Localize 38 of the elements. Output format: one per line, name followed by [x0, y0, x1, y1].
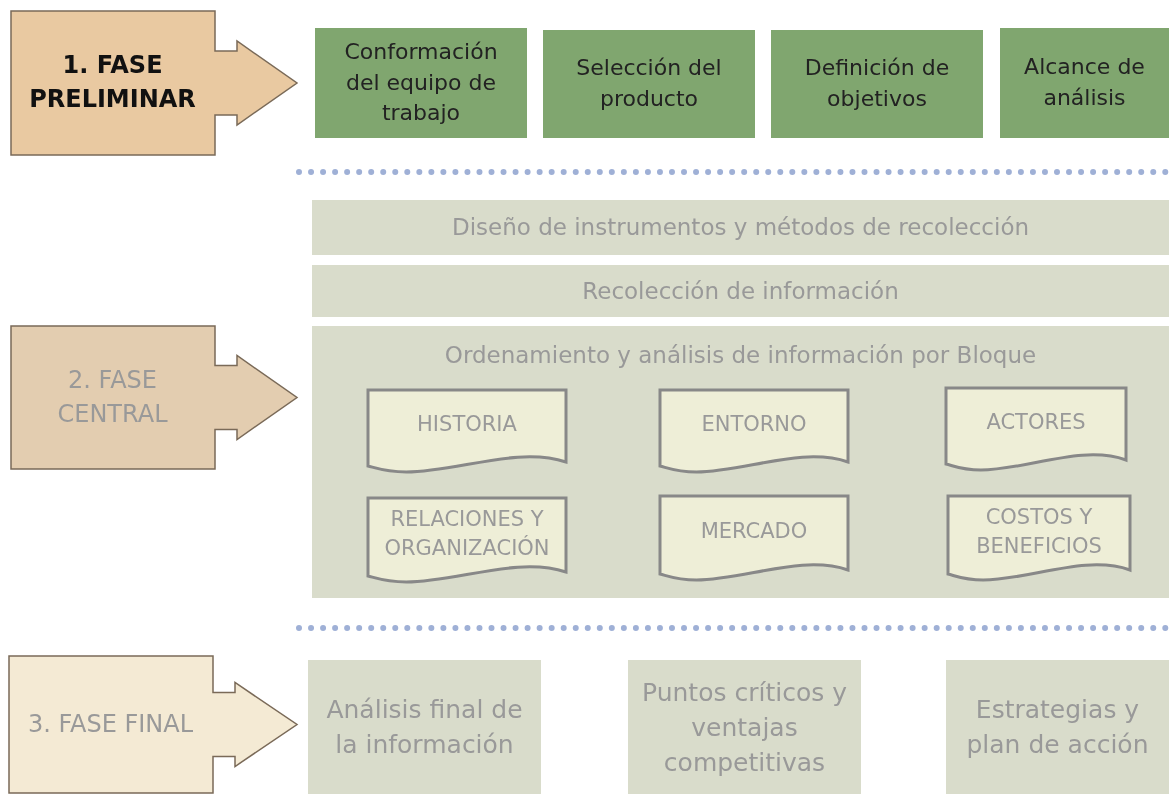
step-box	[315, 28, 527, 138]
step-label: Diseño de instrumentos y métodos de recolección	[451, 213, 1030, 243]
process-band	[312, 200, 1169, 255]
document-shape	[658, 494, 850, 584]
step-label: Estrategias y plan de acción	[965, 694, 1150, 761]
step-label: Puntos críticos y ventajas competitivas	[641, 676, 848, 779]
step-box	[1000, 28, 1169, 138]
step-label: MERCADO	[700, 518, 808, 546]
step-label: RELACIONES Y ORGANIZACIÓN	[383, 505, 551, 562]
process-band	[312, 265, 1169, 317]
step-label: Definición de objetivos	[803, 54, 951, 113]
phase-arrow-box	[10, 10, 298, 156]
step-label: Conformación del equipo de trabajo	[343, 37, 499, 128]
step-box	[946, 660, 1169, 794]
step-label: Ordenamiento y análisis de información por Bloque	[444, 340, 1037, 370]
document-shape	[946, 494, 1132, 584]
step-label: Alcance de análisis	[1023, 53, 1146, 112]
document-shape	[366, 496, 568, 586]
phase-arrow-box	[10, 325, 298, 470]
step-label: Análisis final de la información	[325, 694, 524, 761]
step-box	[771, 30, 983, 138]
document-shape	[944, 386, 1128, 474]
process-band	[312, 326, 1169, 598]
phase-arrow-box	[8, 655, 298, 794]
phase-label: 3. FASE FINAL	[27, 708, 194, 740]
step-label: Recolección de información	[582, 276, 899, 306]
step-box	[308, 660, 541, 794]
step-label: COSTOS Y BENEFICIOS	[975, 503, 1103, 560]
step-label: Selección del producto	[575, 54, 723, 113]
step-label: ENTORNO	[701, 411, 807, 439]
phase-label: 1. FASE PRELIMINAR	[28, 50, 197, 115]
step-box	[628, 660, 861, 794]
step-label: ACTORES	[986, 409, 1086, 437]
step-box	[543, 30, 755, 138]
document-shape	[658, 388, 850, 476]
phase-label: 2. FASE CENTRAL	[56, 364, 169, 430]
step-label: HISTORIA	[417, 411, 517, 439]
document-shape	[366, 388, 568, 476]
